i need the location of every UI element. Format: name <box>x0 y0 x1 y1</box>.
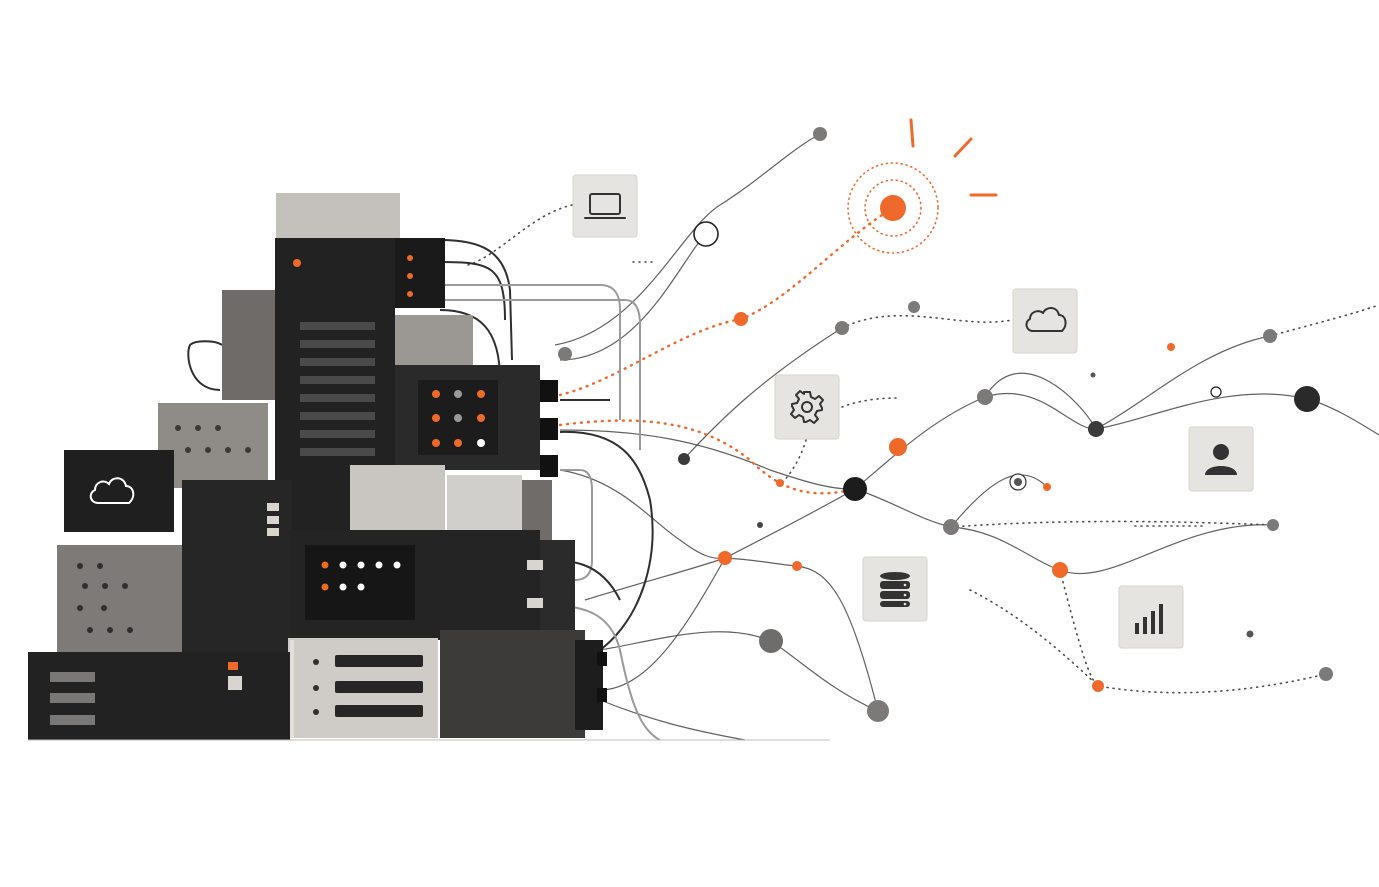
network-curves <box>554 133 1379 741</box>
node <box>759 629 783 653</box>
node-accent <box>1052 562 1068 578</box>
node-dark <box>1294 386 1320 412</box>
node <box>977 389 993 405</box>
node-accent <box>1092 680 1104 692</box>
node <box>558 347 572 361</box>
database-icon <box>880 572 910 607</box>
cloud-icon <box>89 477 135 504</box>
beacon-core <box>880 195 906 221</box>
beacon-ray <box>909 118 915 148</box>
node <box>813 127 827 141</box>
user-icon <box>1205 444 1237 475</box>
orange-dotted-routes <box>558 206 895 495</box>
network-nodes <box>558 127 1333 722</box>
node-target-center <box>1014 478 1022 486</box>
node-accent <box>718 551 732 565</box>
gear-icon <box>790 390 824 424</box>
monitor <box>64 450 174 532</box>
node <box>835 321 849 335</box>
node-dark <box>843 477 867 501</box>
beacon-ring-inner <box>864 179 922 237</box>
cloud-icon <box>1025 307 1067 332</box>
node-dark <box>678 453 690 465</box>
node-accent <box>1043 483 1051 491</box>
tile-cloud <box>1012 288 1078 354</box>
server-unit <box>395 238 445 308</box>
node-hollow <box>1210 386 1222 398</box>
node <box>943 519 959 535</box>
node <box>867 700 889 722</box>
beacon-ring-outer <box>847 162 939 254</box>
node-accent <box>1167 343 1175 351</box>
stone-block <box>276 193 400 243</box>
node <box>1267 519 1279 531</box>
server-vent <box>300 322 375 456</box>
node <box>1090 372 1096 378</box>
tile-user <box>1188 426 1254 492</box>
node <box>1263 329 1277 343</box>
node <box>1246 630 1254 638</box>
node <box>1319 667 1333 681</box>
node-hollow <box>693 221 719 247</box>
node <box>908 301 920 313</box>
server-unit <box>440 630 585 738</box>
node-accent <box>792 561 802 571</box>
node <box>757 522 763 528</box>
node-accent <box>776 479 784 487</box>
status-lights <box>432 390 485 447</box>
server-stack <box>28 193 607 740</box>
bar-chart-icon <box>1135 604 1163 634</box>
node-accent <box>734 312 748 326</box>
signal-beacon <box>847 118 998 254</box>
stone-block <box>350 465 445 530</box>
stone-block <box>158 403 268 488</box>
tile-laptop <box>572 174 638 238</box>
node-accent <box>889 438 907 456</box>
stone-block <box>393 315 473 370</box>
stone-block <box>57 545 182 655</box>
tile-database <box>862 556 928 622</box>
tile-settings <box>774 374 840 440</box>
laptop-icon <box>584 193 626 219</box>
node-dark <box>1088 421 1104 437</box>
status-lights <box>321 561 401 591</box>
stone-block <box>447 475 522 530</box>
beacon-ray <box>953 137 973 158</box>
tile-analytics <box>1118 585 1184 649</box>
